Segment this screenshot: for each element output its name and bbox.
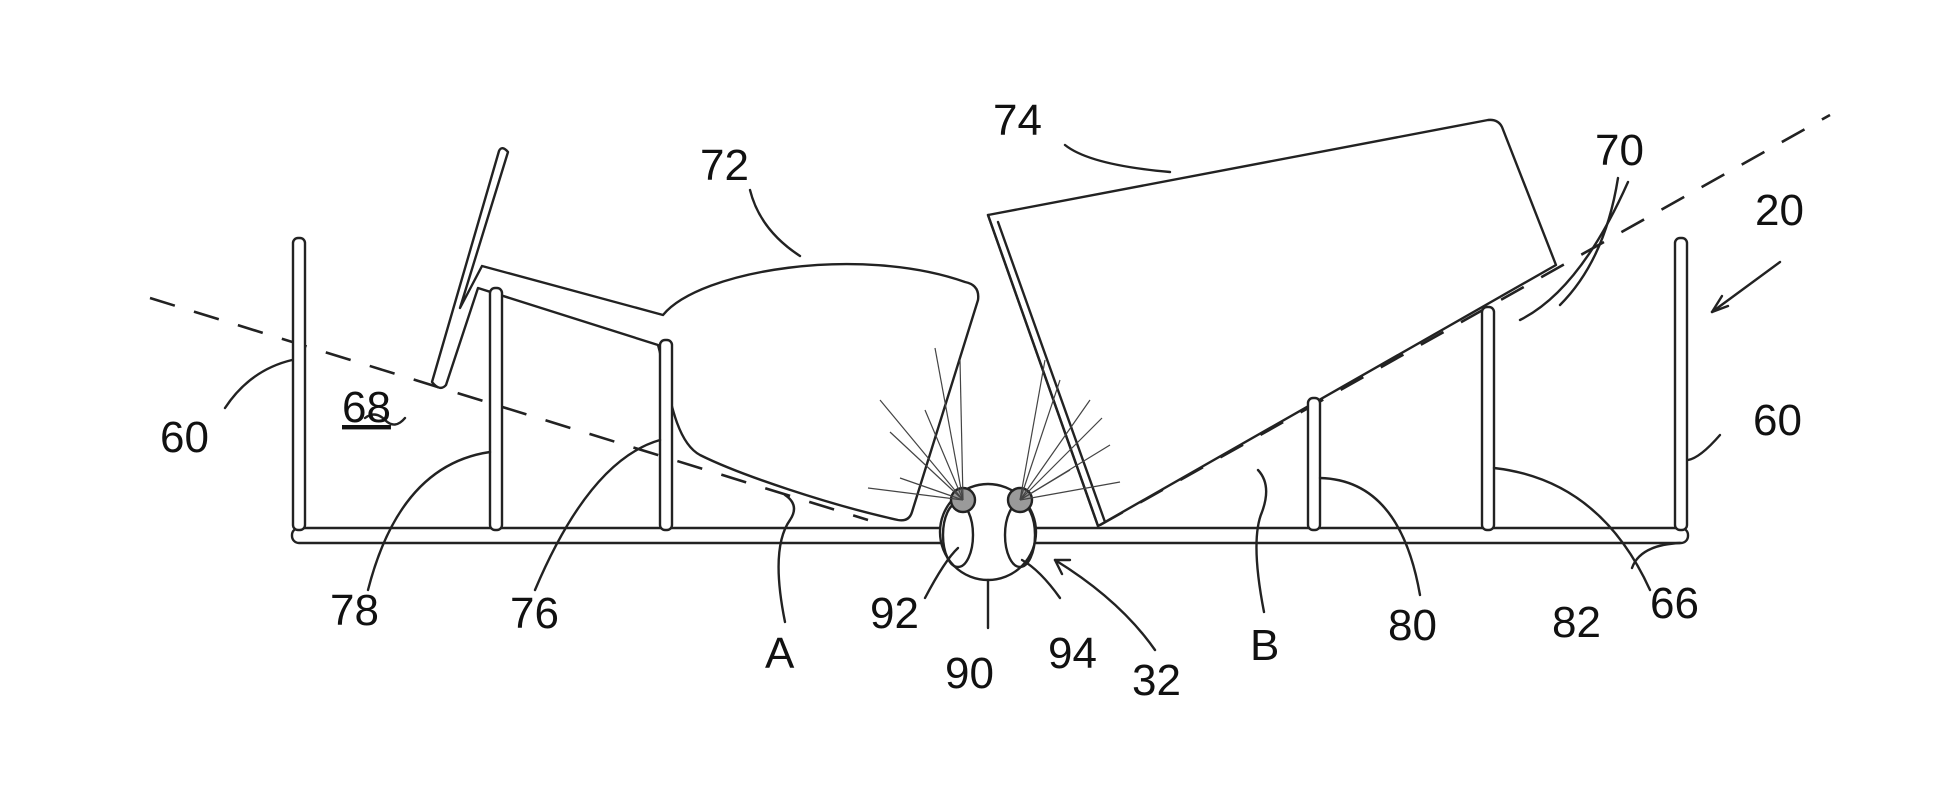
- ref-label-76: 76: [510, 589, 559, 638]
- tine-80: [1308, 398, 1320, 530]
- ref-label-82: 82: [1552, 598, 1601, 647]
- ref-label-68: 68: [342, 383, 391, 432]
- tine-76: [660, 340, 672, 530]
- ref-label-90: 90: [945, 649, 994, 698]
- ref-label-A: A: [765, 629, 795, 678]
- ref-label-B: B: [1250, 621, 1279, 670]
- ref-label-74: 74: [993, 96, 1042, 145]
- end-wall-60-left: [293, 238, 305, 530]
- ref-label-94: 94: [1048, 629, 1097, 678]
- ref-label-60-left: 60: [160, 413, 209, 462]
- ref-label-80: 80: [1388, 601, 1437, 650]
- ref-label-20: 20: [1755, 186, 1804, 235]
- ref-label-78: 78: [330, 586, 379, 635]
- ref-label-92: 92: [870, 589, 919, 638]
- tine-78: [490, 288, 502, 530]
- ref-label-66: 66: [1650, 579, 1699, 628]
- item-74: [988, 120, 1556, 526]
- stemware-72: [432, 148, 978, 520]
- ref-label-72: 72: [700, 141, 749, 190]
- end-wall-60-right: [1675, 238, 1687, 530]
- ref-label-70: 70: [1595, 126, 1644, 175]
- ref-label-32: 32: [1132, 656, 1181, 705]
- ref-label-60-right: 60: [1753, 396, 1802, 445]
- tine-82: [1482, 307, 1494, 530]
